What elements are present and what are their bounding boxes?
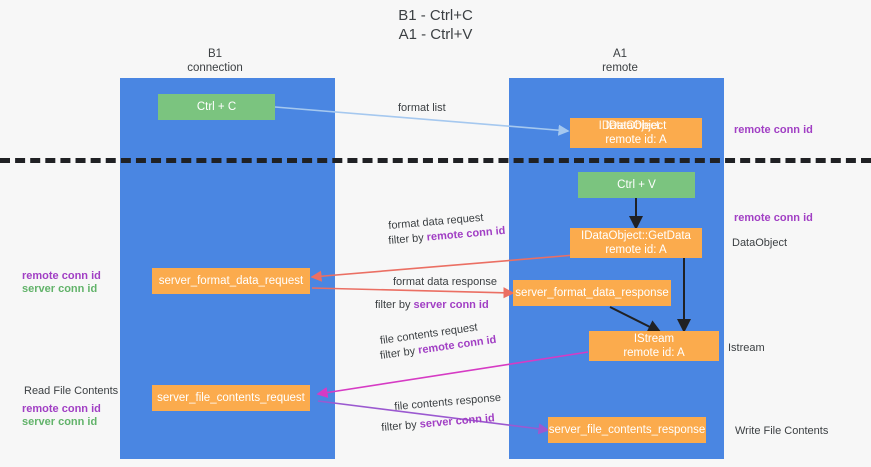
edge-label-file-contents-response: file contents response — [393, 391, 502, 414]
column-header-b1: B1 connection — [155, 47, 275, 75]
page-title: B1 - Ctrl+C A1 - Ctrl+V — [0, 6, 871, 44]
annotation-left-server-conn-id-bottom: server conn id — [22, 416, 98, 428]
filter-key-server-conn-id: server conn id — [413, 299, 489, 311]
node-idataobject-top[interactable]: IDataObject IDataObject remote id: A — [570, 118, 702, 148]
edge-label-format-data-response: format data response — [393, 276, 497, 288]
edge-label-file-contents-response-filter: filter by server conn id — [381, 411, 496, 435]
annotation-left-remote-conn-id-bottom: remote conn id — [22, 403, 101, 415]
annotation-istream: Istream — [728, 342, 765, 354]
title-line-2: A1 - Ctrl+V — [398, 26, 473, 43]
node-ctrl-v[interactable]: Ctrl + V — [578, 172, 695, 198]
annotation-remote-conn-id-mid: remote conn id — [734, 212, 813, 224]
node-istream-sub: remote id: A — [623, 347, 685, 359]
edge-label-format-data-response-filter: filter by server conn id — [375, 298, 489, 312]
node-istream-label: IStream — [633, 333, 675, 345]
annotation-read-file-contents: Read File Contents — [24, 385, 119, 397]
annotation-left-server-conn-id-mid: server conn id — [22, 283, 98, 295]
title-line-1: B1 - Ctrl+C — [398, 7, 473, 24]
column-header-a1: A1 remote — [560, 47, 680, 75]
node-server-format-data-request-label: server_format_data_request — [158, 275, 304, 287]
filter-prefix: filter by — [387, 231, 428, 248]
node-getdata-label: IDataObject::GetData — [581, 230, 691, 242]
node-server-file-contents-response[interactable]: server_file_contents_response — [548, 417, 706, 443]
node-ctrl-v-label: Ctrl + V — [617, 179, 656, 191]
column-header-a1-sub: remote — [602, 62, 638, 74]
node-server-format-data-request[interactable]: server_format_data_request — [152, 268, 310, 294]
annotation-remote-conn-id-top: remote conn id — [734, 124, 813, 136]
node-getdata-sub: remote id: A — [605, 244, 667, 256]
filter-prefix: filter by — [380, 418, 421, 435]
phase-separator — [0, 158, 871, 163]
node-server-file-contents-request[interactable]: server_file_contents_request — [152, 385, 310, 411]
filter-prefix: filter by — [375, 299, 414, 311]
annotation-left-remote-conn-id-mid: remote conn id — [22, 270, 101, 282]
node-istream[interactable]: IStream remote id: A — [589, 331, 719, 361]
filter-prefix: filter by — [379, 344, 420, 363]
annotation-dataobject: DataObject — [732, 237, 788, 249]
node-server-file-contents-request-label: server_file_contents_request — [157, 392, 305, 404]
node-ctrl-c-label: Ctrl + C — [196, 101, 237, 113]
annotation-write-file-contents: Write File Contents — [735, 425, 829, 437]
node-idataobject-getdata[interactable]: IDataObject::GetData remote id: A — [570, 228, 702, 258]
column-header-b1-sub: connection — [187, 62, 243, 74]
column-header-a1-name: A1 — [612, 48, 628, 60]
filter-key-server-conn-id: server conn id — [419, 412, 496, 431]
node-server-format-data-response[interactable]: server_format_data_response — [513, 280, 671, 306]
node-ctrl-c[interactable]: Ctrl + C — [158, 94, 275, 120]
node-idataobject-top-sub: remote id: A — [605, 134, 667, 146]
column-header-b1-name: B1 — [207, 48, 223, 60]
edge-label-format-list: format list — [398, 102, 446, 114]
node-idataobject-top-label: IDataObject IDataObject — [598, 120, 667, 132]
node-server-file-contents-response-label: server_file_contents_response — [548, 424, 706, 436]
node-server-format-data-response-label: server_format_data_response — [515, 287, 669, 299]
